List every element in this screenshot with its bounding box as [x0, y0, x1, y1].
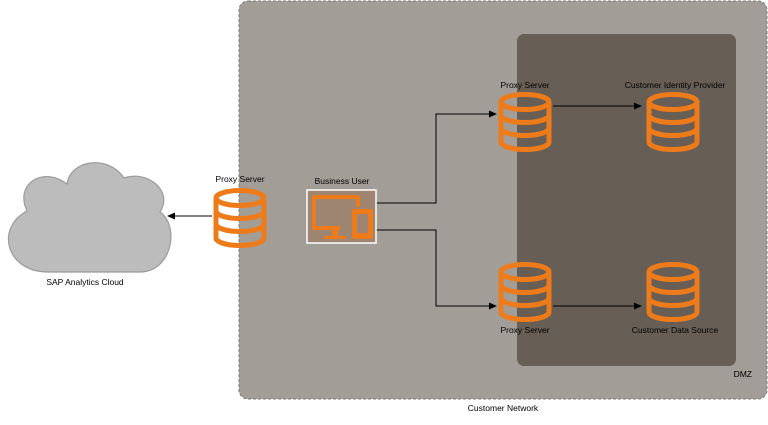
cloud-node	[7, 162, 172, 273]
dmz-label: DMZ	[734, 369, 752, 379]
connector-user-to-proxy-bottom	[376, 229, 497, 310]
cloud-icon	[7, 162, 172, 273]
customer-network-label: Customer Network	[468, 403, 539, 413]
connector-user-to-proxy-top	[376, 110, 497, 204]
business-user-node	[306, 189, 377, 244]
proxy-server-left-label: Proxy Server	[215, 174, 264, 184]
proxy-server-top-label: Proxy Server	[500, 80, 549, 90]
dmz-zone	[517, 34, 736, 366]
proxy-server-bottom-label: Proxy Server	[500, 325, 549, 335]
identity-provider-label: Customer Identity Provider	[625, 80, 726, 90]
cloud-label: SAP Analytics Cloud	[46, 277, 124, 287]
desktop-mobile-icon	[312, 195, 373, 239]
business-user-label: Business User	[315, 176, 370, 186]
data-source-label: Customer Data Source	[632, 325, 719, 335]
